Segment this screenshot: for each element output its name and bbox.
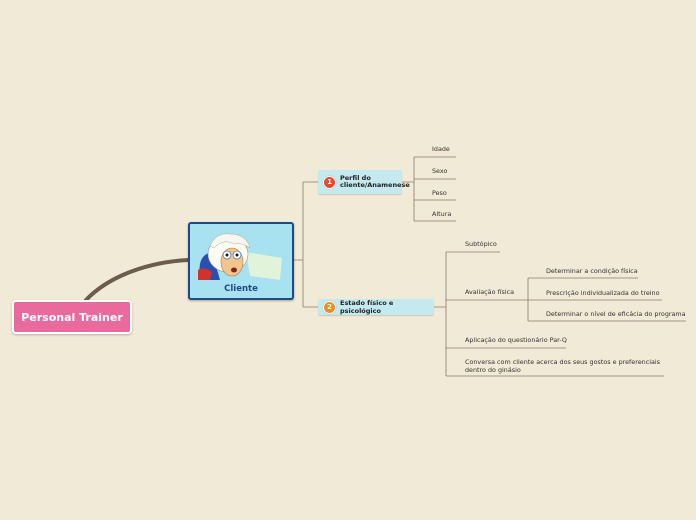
leaf-sexo[interactable]: Sexo	[432, 167, 448, 175]
center-label: Cliente	[224, 284, 258, 294]
number-marker-icon: 1	[323, 175, 336, 189]
center-node[interactable]: Cliente	[188, 222, 294, 300]
leaf-subtopico[interactable]: Subtópico	[465, 240, 497, 248]
leaf-conversa[interactable]: Conversa com cliente acerca dos seus gos…	[465, 358, 661, 374]
topic-estado[interactable]: 2 Estado físico e psicológico	[318, 299, 434, 315]
root-node[interactable]: Personal Trainer	[12, 300, 132, 334]
leaf-determinar-condicao[interactable]: Determinar a condição física	[546, 267, 638, 275]
leaf-avaliacao[interactable]: Avaliação física	[465, 288, 515, 296]
leaf-aplicacao[interactable]: Aplicação do questionário Par-Q	[465, 336, 567, 344]
avaliacao-connectors	[516, 277, 686, 322]
leaf-prescricao[interactable]: Prescrição individualizada do treino	[546, 289, 660, 297]
leaf-idade[interactable]: Idade	[432, 145, 450, 153]
root-branch	[84, 258, 190, 302]
leaf-conversa-line2: dentro do ginásio	[465, 365, 521, 374]
leaf-altura[interactable]: Altura	[432, 210, 452, 218]
cartoon-face-icon	[198, 233, 282, 280]
center-to-topics	[290, 181, 318, 308]
leaf-peso[interactable]: Peso	[432, 189, 447, 197]
topic-perfil[interactable]: 1 Perfil do cliente/Anamenese	[318, 170, 410, 194]
number-marker-icon: 2	[323, 300, 336, 314]
topic-estado-label: Estado físico e psicológico	[340, 299, 394, 315]
root-label: Personal Trainer	[21, 310, 123, 324]
estado-connectors	[434, 251, 664, 377]
perfil-connectors	[402, 156, 456, 222]
topic-perfil-label: Perfil do cliente/Anamenese	[340, 173, 410, 189]
leaf-determinar-eficacia[interactable]: Determinar o nível de eficácia do progra…	[546, 310, 686, 318]
leaf-conversa-line1: Conversa com cliente acerca dos seus gos…	[465, 358, 661, 366]
